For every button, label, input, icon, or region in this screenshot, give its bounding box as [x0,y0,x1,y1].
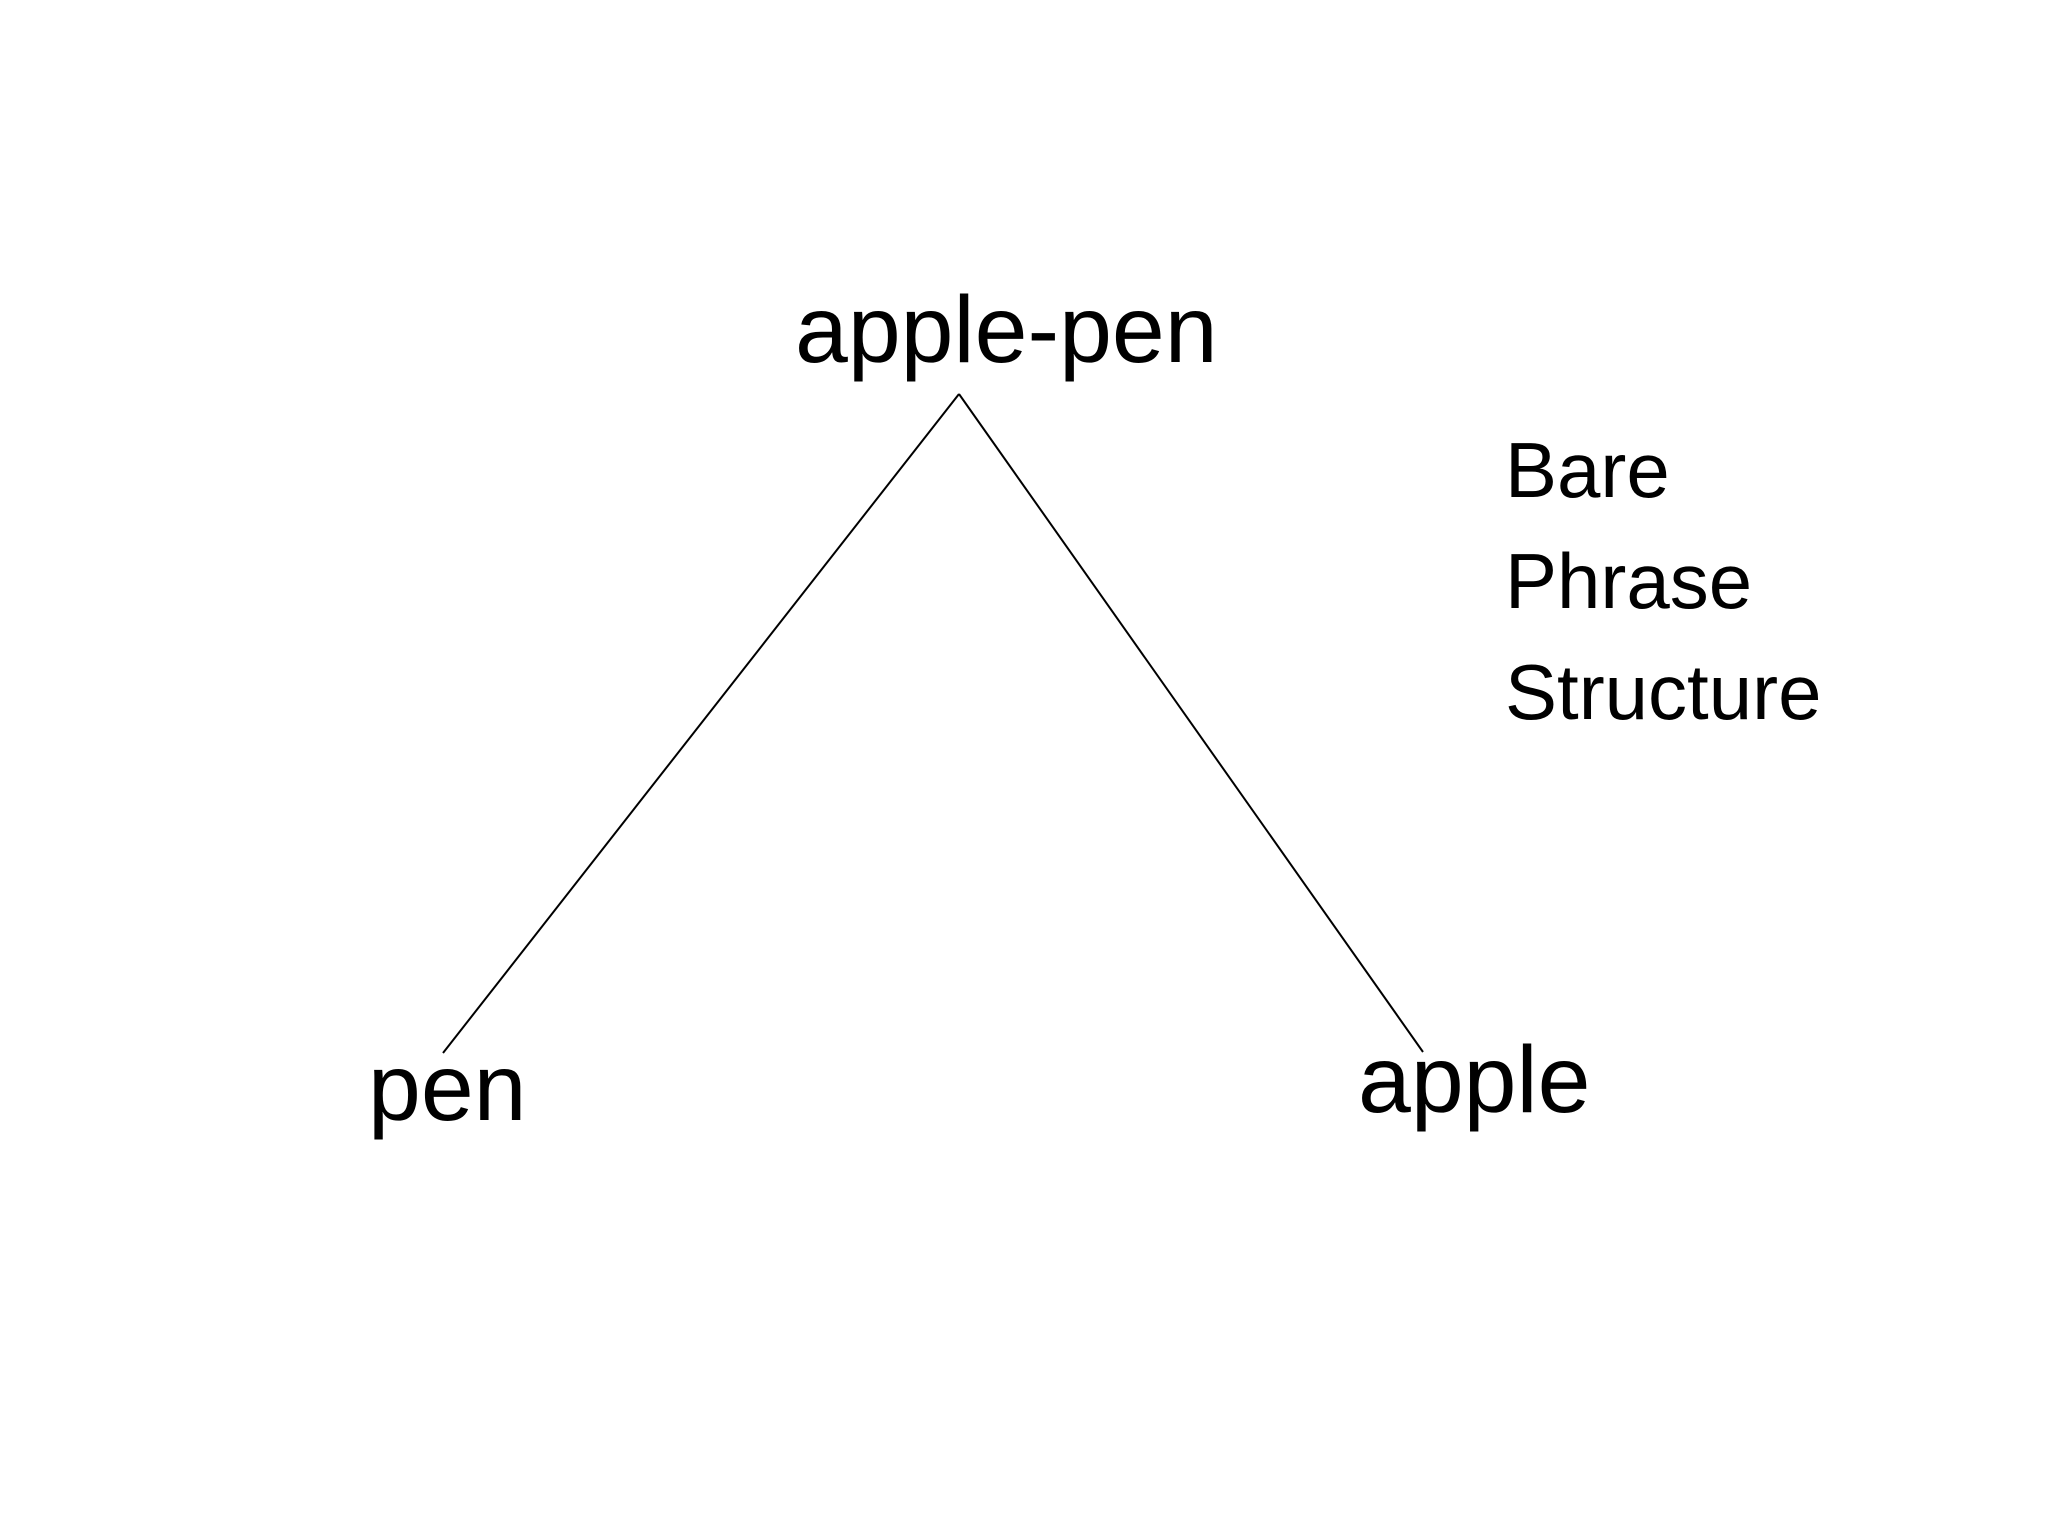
annotation-line-3: Structure [1505,648,1822,736]
annotation-text: Bare Phrase Structure [1505,415,1821,748]
tree-root-label: apple-pen [795,277,1218,383]
tree-right-child-label: apple [1358,1027,1591,1133]
annotation-line-1: Bare [1505,426,1670,514]
annotation-line-2: Phrase [1505,537,1753,625]
tree-edge-right [958,393,1424,1053]
tree-left-child-label: pen [368,1035,527,1141]
tree-edge-left [442,393,960,1054]
